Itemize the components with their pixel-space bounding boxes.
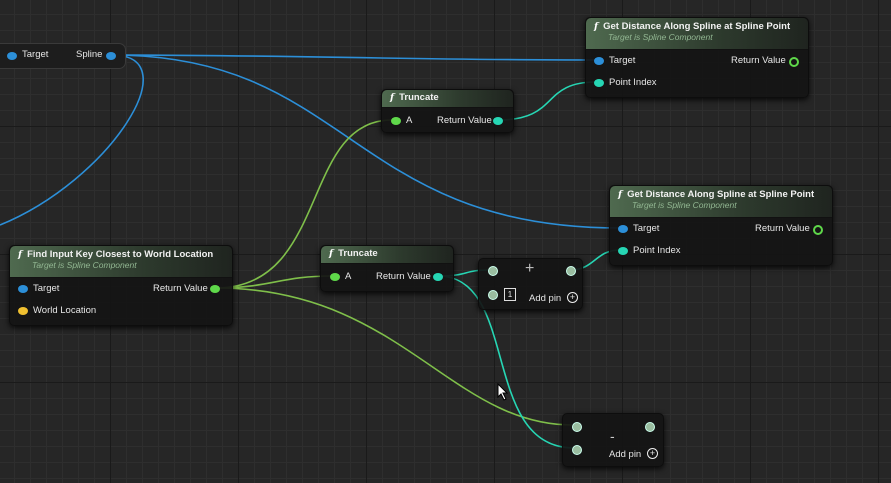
- return-value-pin[interactable]: [493, 117, 503, 125]
- node-title: Get Distance Along Spline at Spline Poin…: [627, 189, 815, 200]
- node-title: Find Input Key Closest to World Location: [27, 249, 214, 260]
- target-pin[interactable]: [618, 225, 628, 233]
- node-header: f Truncate: [321, 246, 453, 264]
- target-pin[interactable]: [594, 57, 604, 65]
- return-value-pin[interactable]: [789, 57, 799, 67]
- node-header: f Get Distance Along Spline at Spline Poi…: [610, 186, 832, 218]
- wire-find-to-sub[interactable]: [215, 287, 573, 426]
- mouse-cursor-icon: [497, 383, 509, 401]
- subtract-int-node[interactable]: - Add pin +: [562, 413, 664, 467]
- target-label: Target: [633, 223, 660, 234]
- point-index-label: Point Index: [633, 245, 681, 256]
- target-pin[interactable]: [18, 285, 28, 293]
- node-header: f Find Input Key Closest to World Locatio…: [10, 246, 232, 278]
- truncate-node-1[interactable]: f Truncate A Return Value: [381, 89, 514, 133]
- add-int-node[interactable]: + 1 Add pin +: [478, 258, 583, 310]
- point-index-pin[interactable]: [594, 79, 604, 87]
- add-input-a-pin[interactable]: [488, 266, 498, 276]
- subtract-input-a-pin[interactable]: [572, 422, 582, 432]
- wire-find-to-trunc1[interactable]: [215, 119, 393, 289]
- add-pin-icon[interactable]: +: [647, 448, 658, 459]
- target-pin[interactable]: [7, 52, 17, 60]
- get-distance-node-1[interactable]: f Get Distance Along Spline at Spline Poi…: [585, 17, 809, 98]
- node-subtitle: Target is Spline Component: [32, 260, 137, 270]
- return-value-label: Return Value: [376, 271, 431, 282]
- a-input-pin[interactable]: [391, 117, 401, 125]
- get-distance-node-2[interactable]: f Get Distance Along Spline at Spline Poi…: [609, 185, 833, 266]
- return-value-label: Return Value: [153, 283, 208, 294]
- a-label: A: [406, 115, 413, 126]
- return-value-label: Return Value: [437, 115, 492, 126]
- subtract-symbol: -: [610, 428, 615, 444]
- target-label: Target: [33, 283, 60, 294]
- a-input-pin[interactable]: [330, 273, 340, 281]
- add-pin-icon[interactable]: +: [567, 292, 578, 303]
- world-location-label: World Location: [33, 305, 97, 316]
- spline-variable-node[interactable]: Target Spline: [0, 43, 126, 69]
- add-input-b-pin[interactable]: [488, 290, 498, 300]
- function-icon: f: [18, 249, 23, 260]
- add-pin-label: Add pin: [609, 449, 642, 460]
- function-icon: f: [329, 248, 334, 259]
- wire-spline-to-gd1[interactable]: [111, 54, 597, 61]
- spline-label: Spline: [76, 49, 103, 60]
- target-label: Target: [609, 55, 636, 66]
- node-title: Get Distance Along Spline at Spline Poin…: [603, 21, 791, 32]
- node-subtitle: Target is Spline Component: [632, 200, 737, 210]
- return-value-label: Return Value: [731, 55, 786, 66]
- wire-trunc1-to-gd1[interactable]: [497, 81, 597, 121]
- return-value-pin[interactable]: [210, 285, 220, 293]
- point-index-label: Point Index: [609, 77, 657, 88]
- truncate-node-2[interactable]: f Truncate A Return Value: [320, 245, 454, 292]
- add-pin-label: Add pin: [529, 293, 562, 304]
- node-subtitle: Target is Spline Component: [608, 32, 713, 42]
- node-title: Truncate: [399, 92, 439, 103]
- return-value-label: Return Value: [755, 223, 810, 234]
- function-icon: f: [390, 92, 395, 103]
- wire-spline-to-gd2[interactable]: [111, 54, 621, 229]
- subtract-output-pin[interactable]: [645, 422, 655, 432]
- spline-output-pin[interactable]: [106, 52, 116, 60]
- world-location-pin[interactable]: [18, 307, 28, 315]
- node-header: f Get Distance Along Spline at Spline Poi…: [586, 18, 808, 50]
- function-icon: f: [594, 21, 599, 32]
- node-header: f Truncate: [382, 90, 513, 108]
- wire-spline-to-find[interactable]: [0, 54, 144, 226]
- subtract-input-b-pin[interactable]: [572, 445, 582, 455]
- return-value-pin[interactable]: [813, 225, 823, 235]
- target-label: Target: [22, 49, 49, 60]
- return-value-pin[interactable]: [433, 273, 443, 281]
- find-input-key-node[interactable]: f Find Input Key Closest to World Locatio…: [9, 245, 233, 326]
- add-symbol: +: [525, 260, 535, 277]
- node-title: Truncate: [338, 248, 378, 259]
- wire-trunc2-to-sub[interactable]: [437, 275, 575, 449]
- add-input-b-value[interactable]: 1: [504, 288, 516, 301]
- function-icon: f: [618, 189, 623, 200]
- a-label: A: [345, 271, 352, 282]
- add-output-pin[interactable]: [566, 266, 576, 276]
- point-index-pin[interactable]: [618, 247, 628, 255]
